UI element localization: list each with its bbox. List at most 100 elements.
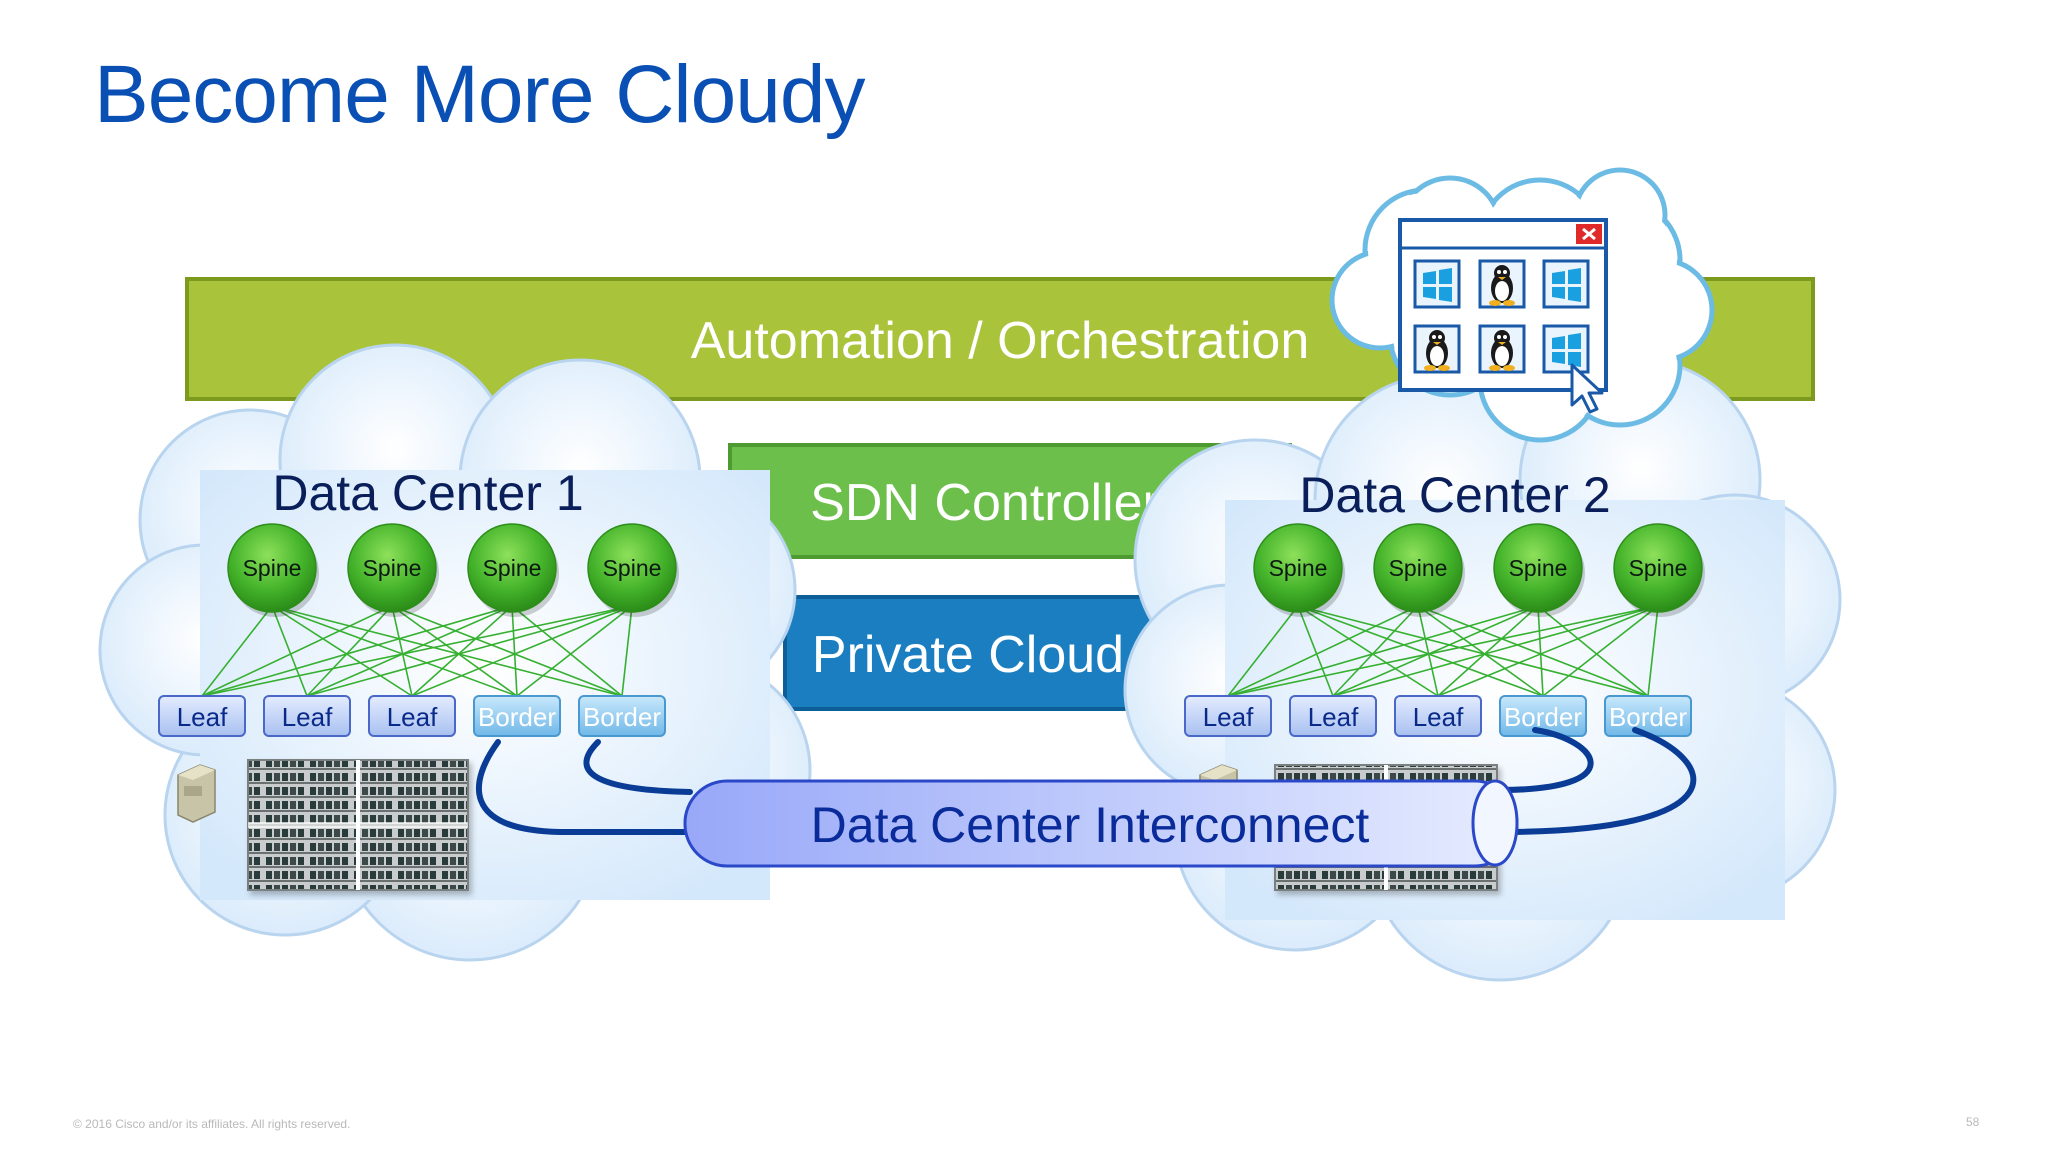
windows-icon xyxy=(1542,259,1590,309)
fabric-link xyxy=(1332,605,1419,697)
automation-label: Automation / Orchestration xyxy=(691,312,1310,370)
datacenter-1-servers xyxy=(177,759,469,891)
spine-node: Spine xyxy=(1253,523,1345,617)
fabric-link xyxy=(306,605,633,697)
interconnect-pipe: Data Center Interconnect xyxy=(683,779,1519,868)
spine-label: Spine xyxy=(1509,555,1568,581)
fabric-link xyxy=(1227,605,1419,697)
leaf-node: Leaf xyxy=(263,695,351,737)
fabric-link xyxy=(1417,605,1544,697)
fabric-link xyxy=(271,605,518,697)
fabric-link xyxy=(201,605,513,697)
fabric-link xyxy=(271,605,623,697)
datacenter-2-name: Data Center 2 xyxy=(1299,467,1610,523)
spine-node: Spine xyxy=(1373,523,1465,617)
linux-tux-icon xyxy=(1478,259,1526,309)
border-label: Border xyxy=(583,702,661,732)
fabric-link xyxy=(391,605,413,697)
slide-title: Become More Cloudy xyxy=(94,49,865,140)
page-number: 58 xyxy=(1966,1115,1980,1129)
fabric-link xyxy=(201,605,393,697)
leaf-label: Leaf xyxy=(177,702,228,732)
fabric-link xyxy=(621,605,633,697)
border-label: Border xyxy=(1504,702,1582,732)
border-node: Border xyxy=(578,695,666,737)
fabric-link xyxy=(1417,605,1439,697)
sdn-controller-label: SDN Controller xyxy=(810,474,1160,532)
fabric-link xyxy=(1297,605,1544,697)
fabric-link xyxy=(1227,605,1659,697)
spine-node: Spine xyxy=(1493,523,1585,617)
fabric-links xyxy=(201,605,633,697)
fabric-link xyxy=(1537,605,1544,697)
fabric-links xyxy=(1227,605,1659,697)
interconnect-label: Data Center Interconnect xyxy=(811,797,1370,853)
fabric-link xyxy=(1437,605,1659,697)
fabric-link xyxy=(391,605,623,697)
border-node: Border xyxy=(1499,695,1587,737)
fabric-link xyxy=(511,605,623,697)
fabric-link xyxy=(1542,605,1659,697)
footer-copyright: © 2016 Cisco and/or its affiliates. All … xyxy=(73,1117,351,1131)
spine-label: Spine xyxy=(1389,555,1448,581)
fabric-link xyxy=(201,605,633,697)
spine-label: Spine xyxy=(1269,555,1328,581)
leaf-node: Leaf xyxy=(158,695,246,737)
fabric-link xyxy=(1297,605,1649,697)
fabric-link xyxy=(1437,605,1539,697)
border-node: Border xyxy=(1604,695,1692,737)
spine-label: Spine xyxy=(363,555,422,581)
leaf-label: Leaf xyxy=(1308,702,1359,732)
datacenter-1-name: Data Center 1 xyxy=(272,465,583,521)
spine-label: Spine xyxy=(483,555,542,581)
server-tower-icon xyxy=(177,764,216,823)
border-label: Border xyxy=(1609,702,1687,732)
spine-label: Spine xyxy=(603,555,662,581)
leaf-node: Leaf xyxy=(1184,695,1272,737)
fabric-link xyxy=(1297,605,1439,697)
leaf-node: Leaf xyxy=(1289,695,1377,737)
fabric-link xyxy=(1332,605,1539,697)
fabric-link xyxy=(271,605,308,697)
windows-icon xyxy=(1542,324,1590,374)
fabric-link xyxy=(411,605,633,697)
spine-node: Spine xyxy=(1613,523,1705,617)
private-cloud-label: Private Cloud xyxy=(812,626,1124,684)
spine-label: Spine xyxy=(1629,555,1688,581)
border-label: Border xyxy=(478,702,556,732)
spine-node: Spine xyxy=(347,523,439,617)
fabric-link xyxy=(511,605,518,697)
fabric-link xyxy=(516,605,633,697)
spine-node: Spine xyxy=(467,523,559,617)
server-rack-icon xyxy=(247,759,469,891)
spine-node: Spine xyxy=(587,523,679,617)
fabric-link xyxy=(391,605,518,697)
leaf-node: Leaf xyxy=(368,695,456,737)
orchestration-portal xyxy=(1329,167,1715,443)
leaf-label: Leaf xyxy=(1203,702,1254,732)
fabric-link xyxy=(1297,605,1334,697)
spine-node: Spine xyxy=(227,523,319,617)
fabric-link xyxy=(1227,605,1299,697)
fabric-link xyxy=(1647,605,1659,697)
fabric-link xyxy=(1537,605,1649,697)
leaf-label: Leaf xyxy=(282,702,333,732)
linux-tux-icon xyxy=(1478,324,1526,374)
spine-label: Spine xyxy=(243,555,302,581)
fabric-link xyxy=(271,605,413,697)
leaf-node: Leaf xyxy=(1394,695,1482,737)
fabric-link xyxy=(306,605,393,697)
leaf-label: Leaf xyxy=(1413,702,1464,732)
close-icon xyxy=(1576,224,1602,244)
windows-icon xyxy=(1413,259,1461,309)
interconnect-cables xyxy=(475,727,1697,835)
fabric-link xyxy=(306,605,513,697)
fabric-link xyxy=(201,605,273,697)
border-node: Border xyxy=(473,695,561,737)
fabric-link xyxy=(1332,605,1659,697)
linux-tux-icon xyxy=(1413,324,1461,374)
